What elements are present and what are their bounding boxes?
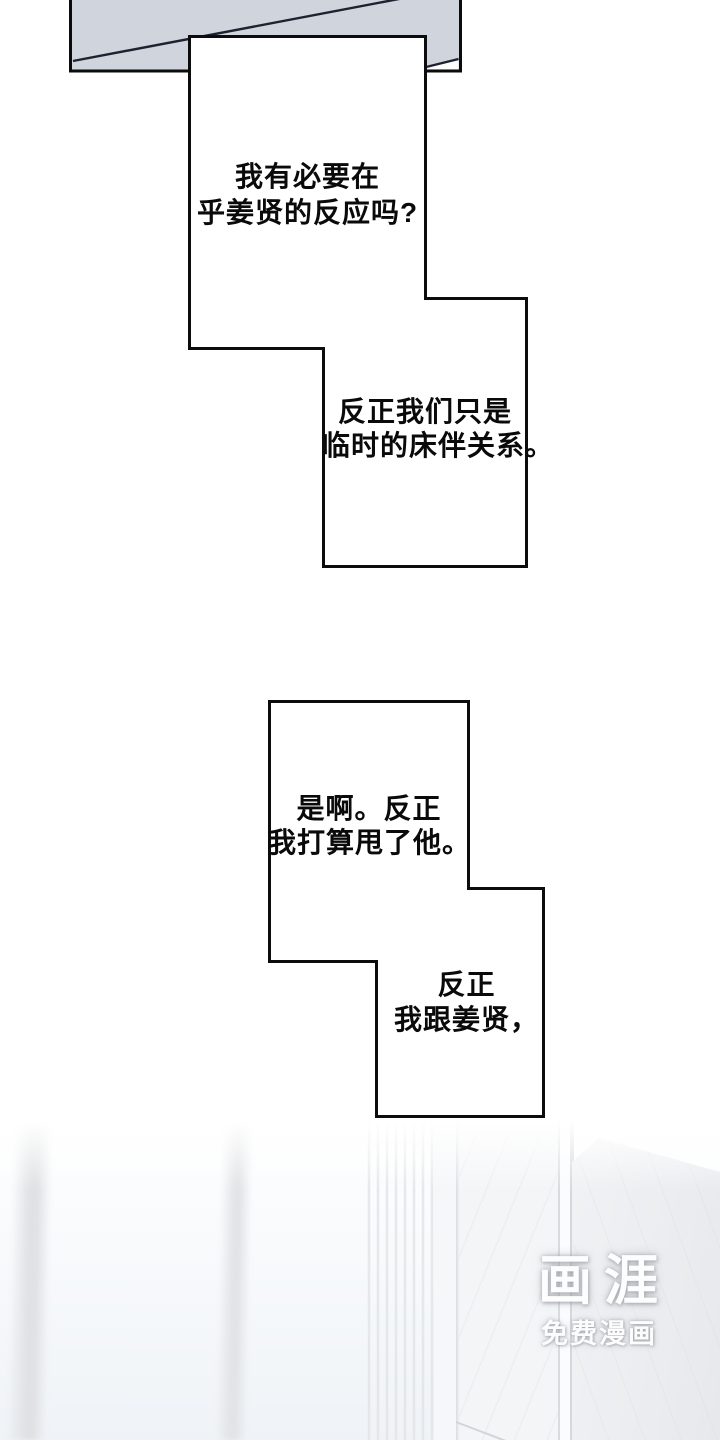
wall-edge-line — [456, 1095, 459, 1440]
speech-bubble-2-outline — [268, 700, 545, 1118]
blanket-line-upper — [72, 0, 400, 63]
scene-top-fade — [0, 1095, 720, 1190]
watermark-logo: 画涯 — [538, 1251, 670, 1311]
bottom-scene: 画涯 免费漫画 — [0, 1095, 720, 1440]
speech-bubble-1-outline — [188, 35, 528, 568]
watermark-subtitle: 免费漫画 — [541, 1319, 657, 1349]
